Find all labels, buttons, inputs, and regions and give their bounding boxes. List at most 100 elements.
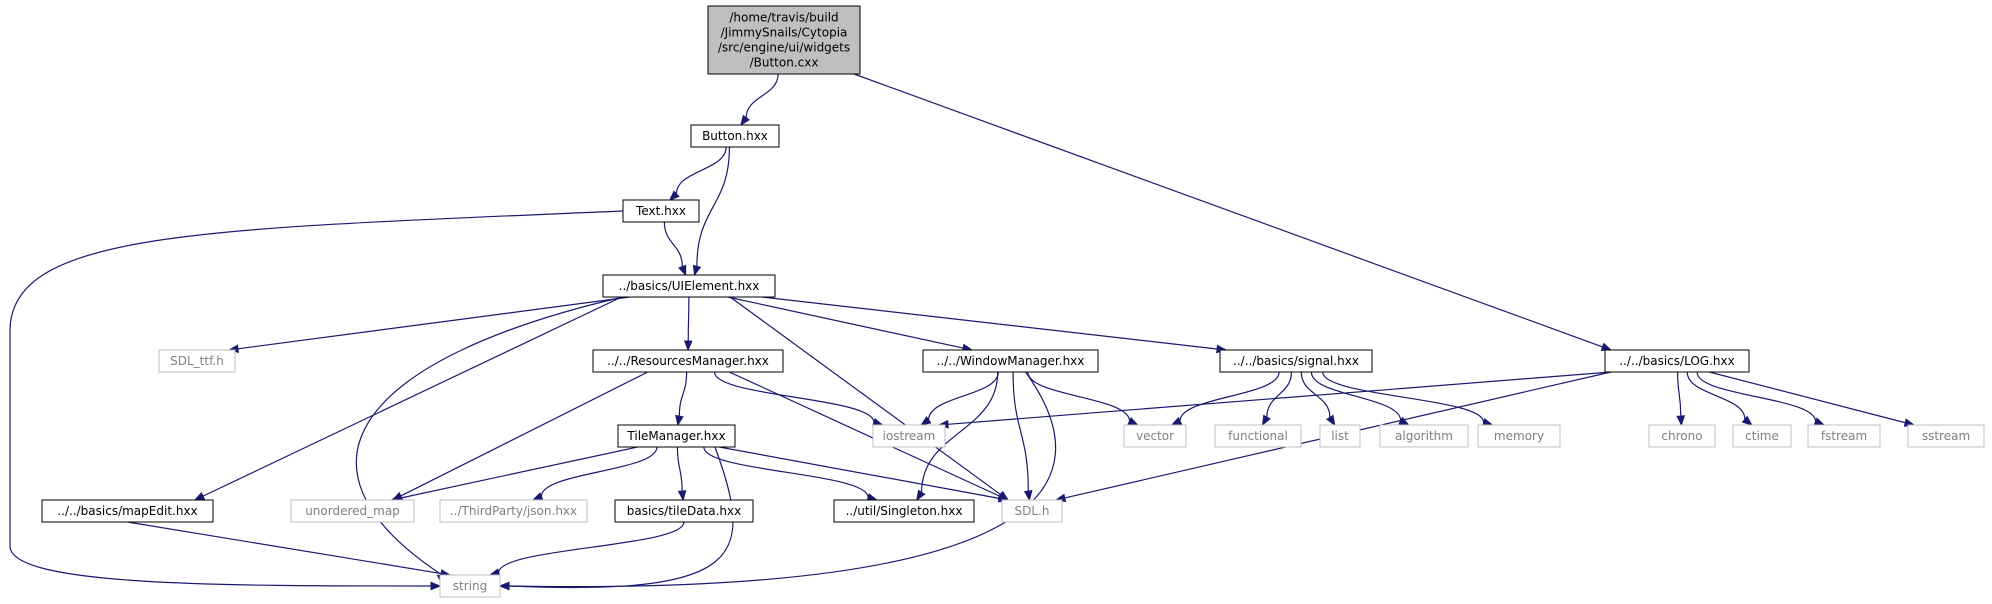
node-resources-manager[interactable]: ../../ResourcesManager.hxx xyxy=(592,349,784,373)
edge-tile-manager-to-singleton xyxy=(703,446,869,498)
node-box xyxy=(614,499,754,523)
arrowhead xyxy=(1023,490,1033,502)
node-algorithm: algorithm xyxy=(1379,424,1469,448)
edge-window-manager-to-singleton xyxy=(920,371,999,493)
edge-uielement-hxx-to-resources-manager xyxy=(687,296,690,342)
node-root[interactable]: /home/travis/build/JimmySnails/Cytopia/s… xyxy=(707,5,861,75)
node-box xyxy=(1214,424,1302,448)
arrowhead xyxy=(668,190,680,201)
node-ctime: ctime xyxy=(1732,424,1792,448)
node-label: ../../ResourcesManager.hxx xyxy=(607,354,769,368)
node-uielement-hxx[interactable]: ../basics/UIElement.hxx xyxy=(602,274,776,298)
node-button-hxx[interactable]: Button.hxx xyxy=(690,124,780,148)
node-box xyxy=(439,499,588,523)
node-label: ../ThirdParty/json.hxx xyxy=(450,504,577,518)
node-label: /JimmySnails/Cytopia xyxy=(721,26,848,40)
node-label: string xyxy=(453,579,487,593)
node-functional: functional xyxy=(1214,424,1302,448)
node-singleton[interactable]: ../util/Singleton.hxx xyxy=(833,499,975,523)
arrowhead xyxy=(916,489,926,502)
edge-tile-manager-to-string xyxy=(508,446,734,589)
node-box xyxy=(833,499,975,523)
edge-tile-data-to-string xyxy=(498,521,685,573)
edge-text-hxx-to-uielement-hxx xyxy=(663,221,683,267)
node-label: Text.hxx xyxy=(635,204,686,218)
node-vector: vector xyxy=(1123,424,1187,448)
node-label: /src/engine/ui/widgets xyxy=(718,41,850,55)
node-label: ../../basics/signal.hxx xyxy=(1233,354,1359,368)
edge-log-hxx-to-iostream xyxy=(947,371,1612,425)
edge-tile-manager-to-unordered-map xyxy=(400,446,638,499)
edge-button-hxx-to-text-hxx xyxy=(675,146,727,194)
edge-uielement-hxx-to-sdl-h xyxy=(729,296,1002,496)
node-box xyxy=(617,424,736,448)
node-label: sstream xyxy=(1922,429,1970,443)
node-label: ../basics/UIElement.hxx xyxy=(619,279,760,293)
arrowhead xyxy=(430,581,442,591)
node-label: ctime xyxy=(1745,429,1779,443)
node-box xyxy=(1907,424,1985,448)
node-box xyxy=(1219,349,1373,373)
edge-window-manager-to-vector xyxy=(1027,371,1131,422)
edge-signal-hxx-to-vector xyxy=(1179,371,1280,422)
edge-uielement-hxx-to-signal-hxx xyxy=(761,296,1218,350)
node-unordered-map: unordered_map xyxy=(290,499,415,523)
node-box xyxy=(602,274,776,298)
arrowhead xyxy=(678,264,687,277)
node-window-manager[interactable]: ../../WindowManager.hxx xyxy=(922,349,1099,373)
node-map-edit[interactable]: ../../basics/mapEdit.hxx xyxy=(41,499,214,523)
edge-signal-hxx-to-memory xyxy=(1322,371,1485,423)
node-tile-data[interactable]: basics/tileData.hxx xyxy=(614,499,754,523)
arrowhead xyxy=(193,492,206,501)
edge-window-manager-to-string xyxy=(508,371,1057,588)
node-iostream: iostream xyxy=(872,424,946,448)
node-label: list xyxy=(1331,429,1349,443)
node-box xyxy=(922,349,1099,373)
edge-tile-manager-to-sdl-h xyxy=(719,446,1000,499)
node-tile-manager[interactable]: TileManager.hxx xyxy=(617,424,736,448)
edge-resources-manager-to-iostream xyxy=(713,371,875,423)
node-log-hxx[interactable]: ../../basics/LOG.hxx xyxy=(1604,349,1750,373)
edge-button-hxx-to-uielement-hxx xyxy=(696,146,731,267)
node-label: ../util/Singleton.hxx xyxy=(846,504,963,518)
node-label: /Button.cxx xyxy=(750,56,819,70)
node-label: TileManager.hxx xyxy=(626,429,725,443)
node-signal-hxx[interactable]: ../../basics/signal.hxx xyxy=(1219,349,1373,373)
node-sdl-h: SDL.h xyxy=(1001,499,1063,523)
node-fstream: fstream xyxy=(1807,424,1881,448)
edge-log-hxx-to-sstream xyxy=(1709,371,1906,424)
node-box xyxy=(592,349,784,373)
edge-log-hxx-to-fstream xyxy=(1696,371,1817,422)
node-text-hxx[interactable]: Text.hxx xyxy=(622,199,700,223)
arrowhead xyxy=(740,114,750,127)
node-box xyxy=(1123,424,1187,448)
arrowhead xyxy=(1325,414,1336,427)
node-chrono: chrono xyxy=(1648,424,1716,448)
edge-map-edit-to-string xyxy=(127,521,442,575)
node-box xyxy=(1807,424,1881,448)
nodes-layer: /home/travis/build/JimmySnails/Cytopia/s… xyxy=(41,5,1985,598)
node-label: iostream xyxy=(883,429,936,443)
edge-uielement-hxx-to-map-edit xyxy=(202,296,622,497)
arrowhead xyxy=(692,264,702,277)
arrowhead xyxy=(1741,415,1753,426)
edge-uielement-hxx-to-window-manager xyxy=(727,296,964,349)
edge-signal-hxx-to-algorithm xyxy=(1310,371,1402,421)
arrowhead xyxy=(675,414,684,427)
arrowhead xyxy=(498,581,510,591)
edge-window-manager-to-iostream xyxy=(927,371,999,420)
node-box xyxy=(1477,424,1561,448)
node-box xyxy=(290,499,415,523)
node-label: ../../basics/mapEdit.hxx xyxy=(57,504,197,518)
node-box xyxy=(158,349,236,373)
node-label: fstream xyxy=(1821,429,1867,443)
node-label: basics/tileData.hxx xyxy=(627,504,741,518)
node-label: ../../basics/LOG.hxx xyxy=(1619,354,1734,368)
arrowhead xyxy=(683,340,693,352)
edge-log-hxx-to-chrono xyxy=(1677,371,1682,417)
node-box xyxy=(622,199,700,223)
node-label: chrono xyxy=(1661,429,1702,443)
node-box xyxy=(707,5,861,75)
arrowhead xyxy=(1676,415,1686,427)
